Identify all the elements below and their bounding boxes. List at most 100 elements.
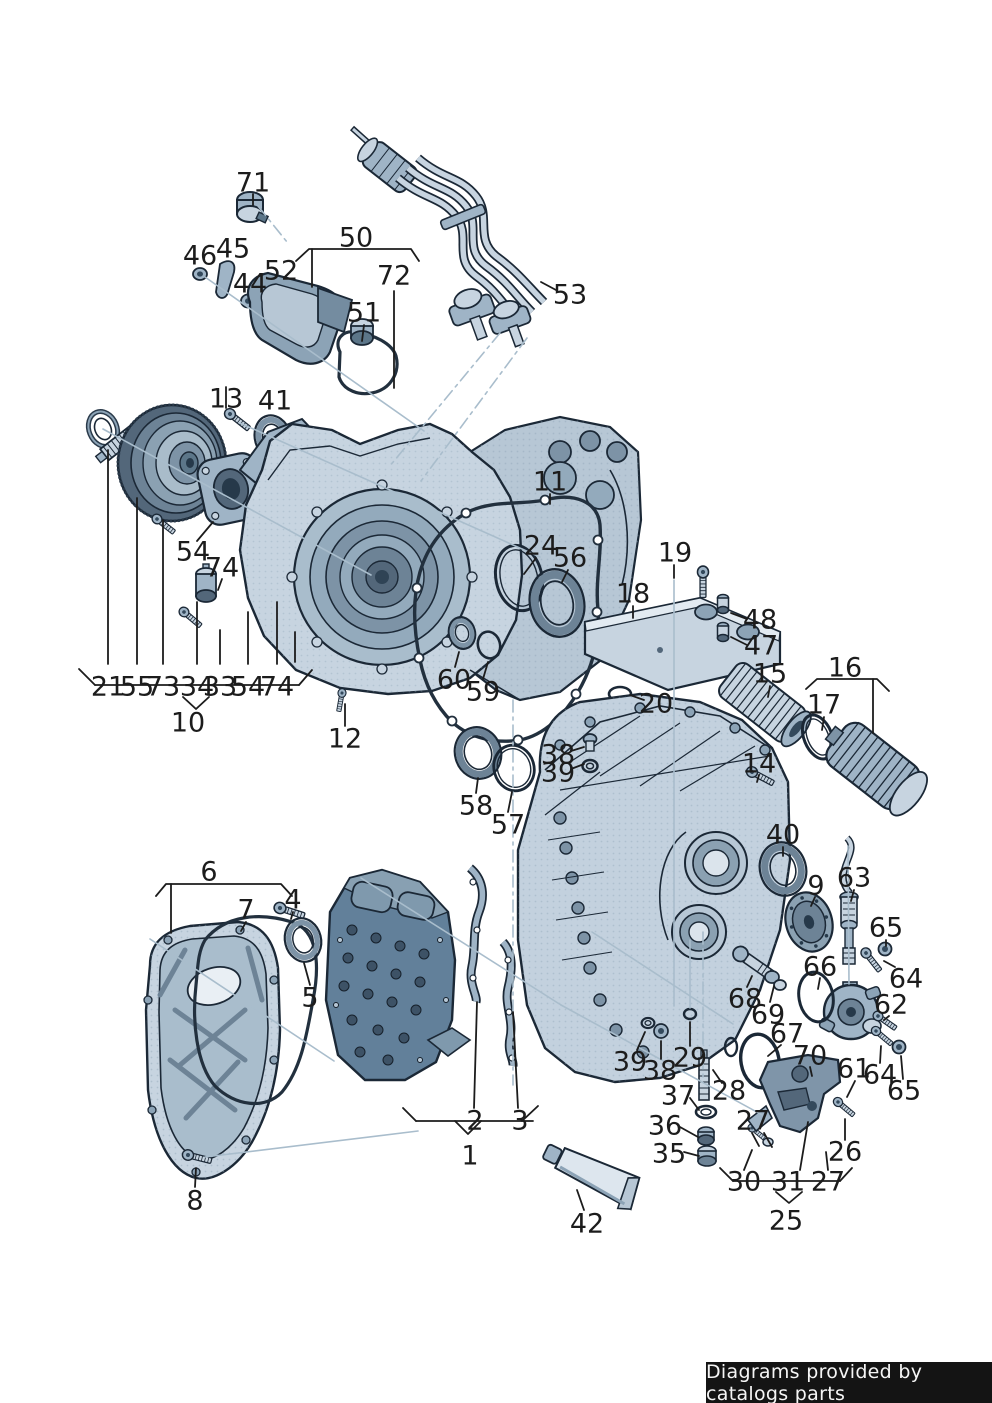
callout-38: 38 bbox=[541, 740, 575, 771]
callout-27: 27 bbox=[811, 1167, 845, 1198]
part-seal-60 bbox=[447, 616, 477, 650]
leader-line bbox=[217, 578, 223, 591]
leader-line bbox=[454, 1120, 482, 1135]
leader-line bbox=[763, 1132, 773, 1148]
leader-line bbox=[361, 324, 365, 342]
callout-55: 55 bbox=[120, 672, 154, 703]
callout-33: 33 bbox=[203, 672, 237, 703]
leader-line bbox=[879, 1045, 882, 1064]
callout-63: 63 bbox=[837, 863, 871, 894]
callout-34: 34 bbox=[180, 672, 214, 703]
callout-46: 46 bbox=[183, 241, 217, 272]
leader-line bbox=[825, 1151, 829, 1171]
part-washers-69 bbox=[764, 970, 787, 991]
callout-64: 64 bbox=[863, 1060, 897, 1091]
part-oring-29 bbox=[682, 1007, 698, 1021]
leader-line bbox=[194, 1167, 197, 1188]
leader-line bbox=[900, 1055, 904, 1080]
axis-line bbox=[847, 845, 850, 985]
callout-11: 11 bbox=[533, 467, 567, 498]
part-detent-lever bbox=[192, 260, 290, 309]
part-oil-pump bbox=[818, 981, 882, 1041]
part-oring-57 bbox=[492, 743, 536, 793]
part-seal-40 bbox=[758, 841, 808, 897]
leader-line bbox=[303, 962, 311, 986]
leader-line bbox=[521, 1105, 539, 1122]
callout-6: 6 bbox=[200, 857, 217, 888]
part-main-housing bbox=[516, 692, 792, 1084]
part-oring-small bbox=[723, 1036, 739, 1058]
callout-21: 21 bbox=[91, 672, 125, 703]
part-selector-module bbox=[746, 1053, 842, 1134]
callout-52: 52 bbox=[264, 256, 298, 287]
leader-line bbox=[805, 678, 890, 692]
leader-line bbox=[402, 1107, 417, 1122]
callout-25: 25 bbox=[769, 1206, 803, 1237]
callout-68: 68 bbox=[728, 984, 762, 1015]
axis-line bbox=[560, 1004, 767, 1118]
callout-54: 54 bbox=[176, 537, 210, 568]
leader-line bbox=[850, 889, 855, 902]
leader-line bbox=[712, 1069, 723, 1084]
part-cover-50 bbox=[246, 271, 354, 365]
callout-1: 1 bbox=[461, 1141, 478, 1172]
leader-line bbox=[636, 1031, 646, 1051]
axis-line bbox=[360, 877, 562, 1006]
leader-line bbox=[182, 696, 210, 710]
leader-line bbox=[570, 746, 585, 752]
leader-line bbox=[298, 669, 313, 686]
leader-line bbox=[576, 1189, 585, 1211]
part-oring-66 bbox=[797, 970, 835, 1024]
part-bolt-61-26 bbox=[830, 1094, 858, 1120]
leader-line bbox=[78, 668, 96, 686]
callout-60: 60 bbox=[437, 665, 471, 696]
leader-line bbox=[454, 651, 460, 668]
callout-12: 12 bbox=[328, 724, 362, 755]
part-gasket-strip-2 bbox=[466, 864, 487, 1004]
leader-line bbox=[743, 1149, 753, 1171]
callout-17: 17 bbox=[807, 690, 841, 721]
leader-line bbox=[679, 1126, 699, 1138]
part-oil-pipes bbox=[349, 125, 548, 348]
callout-18: 18 bbox=[616, 579, 650, 610]
part-oil-cooler bbox=[583, 596, 782, 692]
part-plug-35 bbox=[697, 1145, 717, 1167]
leader-line bbox=[775, 1191, 803, 1204]
leader-line bbox=[540, 281, 557, 291]
axis-line bbox=[388, 332, 501, 468]
callout-5: 5 bbox=[301, 983, 318, 1014]
callout-3: 3 bbox=[511, 1106, 528, 1137]
callout-53: 53 bbox=[553, 280, 587, 311]
part-nut-65 bbox=[877, 941, 893, 957]
leader-line bbox=[482, 661, 489, 680]
callout-48: 48 bbox=[743, 605, 777, 636]
part-washer-37 bbox=[694, 1104, 718, 1120]
callout-69: 69 bbox=[751, 1000, 785, 1031]
leader-line bbox=[155, 883, 293, 897]
callout-72: 72 bbox=[377, 261, 411, 292]
leader-line bbox=[475, 777, 479, 794]
axis-line bbox=[149, 938, 335, 1062]
leader-line bbox=[809, 1066, 813, 1077]
callout-74: 74 bbox=[205, 553, 239, 584]
callout-4: 4 bbox=[284, 885, 301, 916]
callout-51: 51 bbox=[347, 298, 381, 329]
leader-line bbox=[561, 569, 569, 583]
callout-44: 44 bbox=[233, 269, 267, 300]
callout-37: 37 bbox=[661, 1081, 695, 1112]
callout-54: 54 bbox=[231, 672, 265, 703]
leader-line bbox=[196, 521, 214, 542]
callout-28: 28 bbox=[712, 1076, 746, 1107]
callout-71: 71 bbox=[236, 168, 270, 199]
leader-line bbox=[512, 1011, 519, 1109]
callout-14: 14 bbox=[742, 749, 776, 780]
part-gasket-strip-3 bbox=[499, 938, 518, 1067]
callout-39: 39 bbox=[541, 758, 575, 789]
callout-62: 62 bbox=[874, 990, 908, 1021]
callout-29: 29 bbox=[673, 1043, 707, 1074]
part-bolt-38b bbox=[653, 1023, 669, 1039]
part-sealant-tube bbox=[542, 1143, 641, 1211]
part-bolt-19 bbox=[696, 565, 710, 599]
